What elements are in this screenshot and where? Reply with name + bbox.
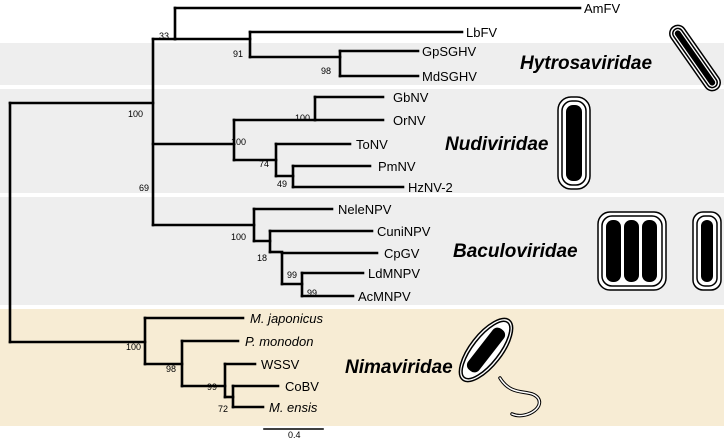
taxon-tonv: ToNV	[356, 137, 388, 152]
taxon-cobv: CoBV	[285, 379, 319, 394]
taxon-amfv: AmFV	[584, 1, 620, 16]
family-label-nudiviridae: Nudiviridae	[445, 134, 549, 155]
bootstrap-99-cpgv: 99	[287, 270, 297, 280]
bootstrap-100-nudi: 100	[231, 137, 246, 147]
taxon-cuninpv: CuniNPV	[377, 224, 431, 239]
bootstrap-100-baculo: 100	[231, 232, 246, 242]
taxon-ldmnpv: LdMNPV	[368, 266, 420, 281]
taxon-pmnv: PmNV	[378, 159, 416, 174]
nimaviridae-virion-icon	[458, 317, 542, 418]
taxon-lbfv: LbFV	[466, 25, 497, 40]
bootstrap-74: 74	[259, 159, 269, 169]
bootstrap-99-ld: 99	[307, 288, 317, 298]
bootstrap-33: 33	[159, 31, 169, 41]
bootstrap-100-nima: 100	[126, 342, 141, 352]
scale-bar-label: 0.4	[288, 430, 301, 439]
band-nudiviridae	[0, 89, 724, 193]
taxon-acmnpv: AcMNPV	[358, 289, 411, 304]
taxon-p-monodon: P. monodon	[245, 334, 313, 349]
tree-branches	[8, 6, 582, 409]
band-nimaviridae	[0, 309, 724, 426]
bootstrap-100-root: 100	[128, 109, 143, 119]
family-label-baculoviridae: Baculoviridae	[453, 241, 578, 262]
bootstrap-91: 91	[233, 49, 243, 59]
nudiviridae-virion-icon	[557, 96, 591, 190]
family-label-nimaviridae: Nimaviridae	[345, 357, 453, 378]
taxon-hznv2: HzNV-2	[408, 180, 453, 195]
taxon-mdsghv: MdSGHV	[422, 69, 477, 84]
bootstrap-72: 72	[218, 404, 228, 414]
bootstrap-values: 33 91 98 100 100 74 49 69 100 100 18 99 …	[126, 31, 331, 414]
bootstrap-49: 49	[277, 179, 287, 189]
baculoviridae-mnpv-virion-icon	[597, 211, 667, 291]
baculoviridae-snpv-virion-icon	[692, 211, 722, 291]
bootstrap-98-nima: 98	[166, 364, 176, 374]
taxon-cpgv: CpGV	[384, 246, 420, 261]
bootstrap-99-nima: 99	[207, 382, 217, 392]
scale-bar: 0.4	[263, 428, 324, 439]
taxon-gbnv: GbNV	[393, 90, 429, 105]
taxon-gpsghv: GpSGHV	[422, 44, 477, 59]
hytrosaviridae-virion-icon	[669, 24, 721, 92]
bootstrap-98-sghv: 98	[321, 66, 331, 76]
bootstrap-69: 69	[139, 183, 149, 193]
taxon-ornv: OrNV	[393, 113, 426, 128]
bootstrap-100-gbnv: 100	[295, 113, 310, 123]
taxon-m-japonicus: M. japonicus	[250, 311, 323, 326]
taxon-m-ensis: M. ensis	[269, 400, 318, 415]
taxon-labels: AmFV LbFV GpSGHV MdSGHV GbNV OrNV ToNV P…	[245, 1, 620, 415]
bootstrap-18: 18	[257, 253, 267, 263]
taxon-wssv: WSSV	[261, 357, 300, 372]
taxon-nelenpv: NeleNPV	[338, 202, 392, 217]
family-label-hytrosaviridae: Hytrosaviridae	[520, 53, 652, 74]
